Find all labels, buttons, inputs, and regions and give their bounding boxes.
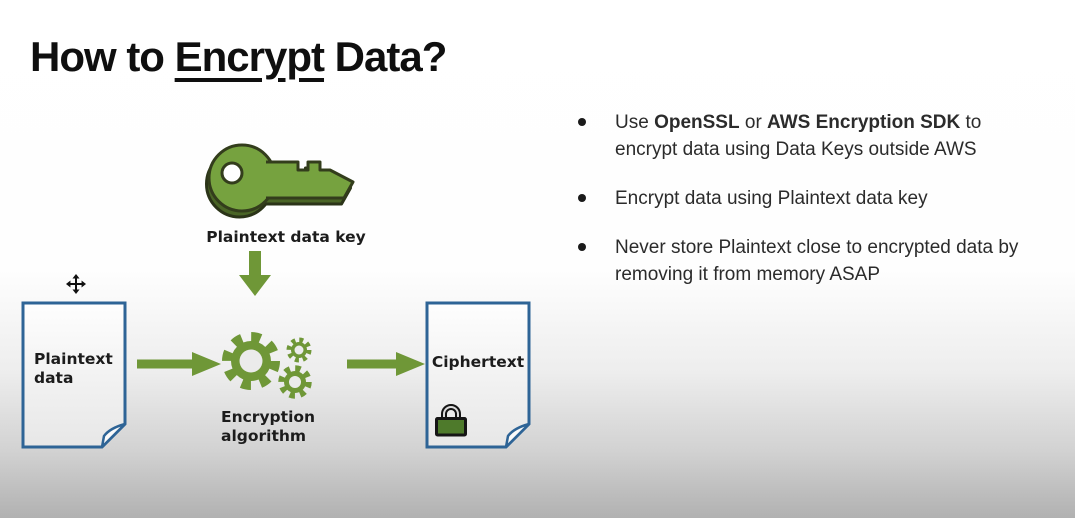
right-arrow-icon [347,352,425,376]
page-title: How to Encrypt Data? [30,33,448,81]
ciphertext-document: Ciphertext [424,300,532,450]
padlock-icon [435,404,467,437]
bullet-item: Encrypt data using Plaintext data key [578,185,1026,212]
bullet-item: Use OpenSSL or AWS Encryption SDK to enc… [578,109,1026,163]
bullet-dot [578,118,586,126]
plaintext-document: Plaintext data [20,300,128,450]
down-arrow-icon [239,251,271,296]
title-pre: How to [30,33,175,80]
bullet-text: Use OpenSSL or AWS Encryption SDK to enc… [615,112,982,160]
bullet-list: Use OpenSSL or AWS Encryption SDK to enc… [578,109,1026,310]
bullet-text: Encrypt data using Plaintext data key [615,188,928,209]
document-icon [21,301,127,449]
bullet-item: Never store Plaintext close to encrypted… [578,234,1026,288]
bullet-text: Never store Plaintext close to encrypted… [615,237,1019,285]
move-cursor-icon [66,274,86,294]
gears-icon [222,332,312,399]
right-arrow-icon [137,352,221,376]
key-icon [205,143,355,219]
title-underlined: Encrypt [174,33,325,80]
document-icon [425,301,531,449]
bullet-dot [578,194,586,202]
key-label: Plaintext data key [206,228,366,246]
plaintext-doc-label: Plaintext data [34,350,113,387]
bullet-dot [578,243,586,251]
ciphertext-doc-label: Ciphertext [431,353,525,371]
title-post: Data? [324,33,448,80]
algorithm-label: Encryption algorithm [221,408,316,445]
